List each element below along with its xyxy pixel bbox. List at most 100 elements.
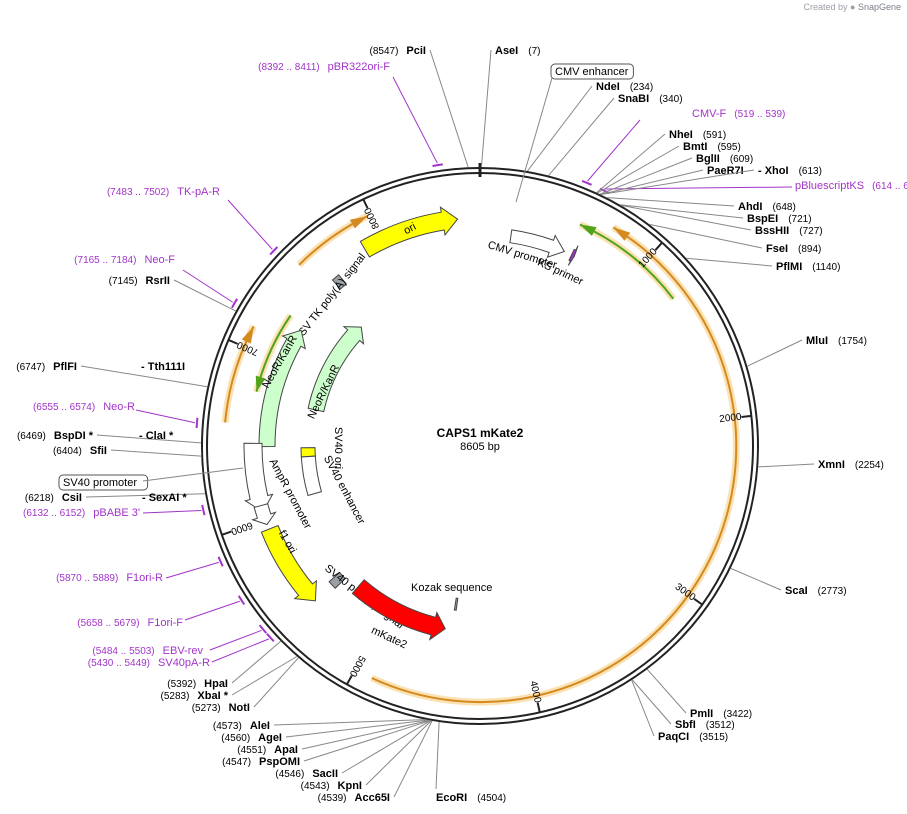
enzyme-xbai-pos: (5283)	[161, 691, 190, 702]
feature-sv40-ori-label: SV40 ori	[332, 427, 344, 469]
enzyme-paer7i-label[interactable]: PaeR7I	[707, 165, 744, 177]
enzyme-sbfi-label[interactable]: SbfI(3512)	[675, 719, 735, 731]
enzyme-pflfi-label[interactable]: (6747)PflFI	[16, 361, 77, 373]
enzyme-nhei-label[interactable]: NheI(591)	[669, 129, 726, 141]
enzyme-pcii-label[interactable]: (8547)PciI	[370, 45, 426, 57]
feature-mkate2[interactable]	[351, 579, 446, 641]
enzyme-bmti-name: BmtI	[683, 141, 707, 153]
primer-pbabe-3-mark[interactable]	[201, 504, 206, 516]
primer-neo-f-mark[interactable]	[231, 298, 238, 309]
enzyme-ecori-leader	[435, 721, 440, 790]
primer-f1ori-f-mark[interactable]	[237, 595, 246, 606]
feature-ampr-promoter[interactable]	[251, 503, 277, 526]
primer-pbluescriptks-label: pBluescriptKS(614 .. 630)	[795, 180, 907, 192]
enzyme-pspomi-label[interactable]: (4547)PspOMI	[222, 756, 300, 768]
enzyme-bmti-label[interactable]: BmtI(595)	[683, 141, 741, 153]
enzyme-xhoi-name: - XhoI	[758, 165, 789, 177]
enzyme-bglii-name: BglII	[696, 153, 720, 165]
feature-sv40-enhancer[interactable]	[300, 455, 323, 497]
primer-f1ori-r-mark[interactable]	[217, 556, 224, 567]
primer-pbr322ori-f-mark[interactable]	[432, 163, 443, 167]
primer-sv40pa-r-mark[interactable]	[266, 633, 275, 642]
feature-ks-primer-label: KS primer	[536, 256, 586, 288]
enzyme-sacii-label[interactable]: (4546)SacII	[275, 768, 338, 780]
feature-neor-kanr[interactable]	[307, 326, 365, 413]
enzyme-scai-label[interactable]: ScaI(2773)	[785, 585, 847, 597]
enzyme-pflfi-pos: (6747)	[16, 362, 45, 373]
enzyme-clai-label[interactable]: - ClaI *	[139, 430, 174, 442]
tick-label: 6000	[229, 519, 254, 537]
enzyme-ecori-label[interactable]: EcoRI(4504)	[436, 792, 506, 804]
feature-hsv-tk-poly-a-signal[interactable]	[331, 274, 348, 290]
enzyme-bspei-label[interactable]: BspEI(721)	[747, 213, 812, 225]
enzyme-pmli-label[interactable]: PmlI(3422)	[690, 708, 752, 720]
primer-f1ori-r-leader	[165, 561, 219, 579]
primer-pbr322ori-f-range: (8392 .. 8411)	[258, 62, 320, 73]
feature-ks-primer[interactable]	[567, 245, 579, 266]
enzyme-bspdi-pos: (6469)	[17, 431, 46, 442]
primer-neo-r-mark[interactable]	[195, 417, 199, 429]
enzyme-apai-pos: (4551)	[237, 745, 266, 756]
enzyme-xhoi-label[interactable]: - XhoI(613)	[758, 165, 822, 177]
enzyme-xbai-label[interactable]: (5283) XbaI *	[161, 690, 229, 702]
enzyme-agei-label[interactable]: (4560)AgeI	[221, 732, 282, 744]
enzyme-bsshii-label[interactable]: BssHII(727)	[755, 225, 823, 237]
enzyme-pflmi-name: PflMI	[776, 261, 802, 273]
primer-neo-r-label: (6555 .. 6574)Neo-R	[33, 401, 135, 413]
primer-f1ori-r-label: (5870 .. 5889)F1ori-R	[56, 572, 163, 584]
enzyme-tth111i-label[interactable]: - Tth111I	[141, 361, 185, 373]
feature-sv40-promoter[interactable]	[243, 442, 274, 513]
tick-mark	[228, 339, 239, 345]
enzyme-snabi-label[interactable]: SnaBI(340)	[618, 93, 683, 105]
enzyme-sbfi-pos: (3512)	[706, 720, 735, 731]
snapgene-logo-icon: ●	[850, 2, 856, 12]
feature-cmv-enhancer-label-box	[550, 63, 634, 80]
enzyme-sexai-label[interactable]: - SexAI *	[142, 492, 187, 504]
enzyme-noti-label[interactable]: (5273)NotI	[192, 702, 250, 714]
enzyme-apai-label[interactable]: (4551)ApaI	[237, 744, 298, 756]
enzyme-ndei-pos: (234)	[630, 82, 653, 93]
enzyme-paqci-label[interactable]: PaqCI(3515)	[658, 731, 728, 743]
enzyme-ndei-label[interactable]: NdeI(234)	[596, 81, 653, 93]
enzyme-fsei-label[interactable]: FseI(894)	[766, 243, 821, 255]
primer-ebv-rev-mark[interactable]	[258, 624, 268, 634]
enzyme-xmni-label[interactable]: XmnI(2254)	[818, 459, 884, 471]
feature-sv40-ori[interactable]	[300, 447, 316, 458]
enzyme-bspei-pos: (721)	[788, 214, 811, 225]
primer-pbabe-3-name: pBABE 3'	[93, 507, 140, 519]
feature-ori[interactable]	[359, 206, 459, 258]
feature-kozak-sequence[interactable]	[453, 597, 459, 611]
enzyme-ahdi-label[interactable]: AhdI(648)	[738, 201, 796, 213]
enzyme-paqci-leader	[631, 679, 655, 737]
enzyme-kpni-label[interactable]: (4543)KpnI	[301, 780, 362, 792]
enzyme-csii-label[interactable]: (6218)CsiI	[25, 492, 82, 504]
enzyme-asei-label[interactable]: AseI(7)	[495, 45, 540, 57]
feature-cmv-promoter[interactable]	[509, 229, 566, 258]
primer-tk-pa-r-mark[interactable]	[269, 246, 279, 256]
enzyme-pspomi-name: PspOMI	[259, 756, 300, 768]
primer-neo-f-leader	[182, 269, 234, 303]
primer-cmv-f-leader	[587, 119, 641, 182]
feature-f1-ori[interactable]	[260, 524, 317, 602]
feature-sv40-poly-a-signal[interactable]	[328, 571, 346, 590]
primer-cmv-f-mark[interactable]	[581, 179, 592, 186]
feature-neor-kanr[interactable]	[258, 329, 307, 448]
enzyme-sfii-label[interactable]: (6404)SfiI	[53, 445, 107, 457]
enzyme-hpai-label[interactable]: (5392)HpaI	[167, 678, 228, 690]
feature-ori-label: ori	[402, 221, 418, 237]
enzyme-pflmi-label[interactable]: PflMI(1140)	[776, 261, 840, 273]
enzyme-bspdi-label[interactable]: (6469)BspDI *	[17, 430, 94, 442]
enzyme-xbai-name: XbaI *	[197, 690, 228, 702]
primer-neo-f-name: Neo-F	[144, 254, 175, 266]
enzyme-bmti-leader	[597, 145, 680, 194]
enzyme-alei-label[interactable]: (4573)AleI	[213, 720, 270, 732]
enzyme-acc65i-label[interactable]: (4539)Acc65I	[318, 792, 390, 804]
enzyme-bglii-label[interactable]: BglII(609)	[696, 153, 753, 165]
enzyme-csii-leader	[85, 493, 206, 498]
enzyme-acc65i-name: Acc65I	[355, 792, 390, 804]
primer-pbr322ori-f-label: (8392 .. 8411)pBR322ori-F	[258, 61, 390, 73]
enzyme-rsrii-label[interactable]: (7145)RsrII	[109, 275, 170, 287]
enzyme-mlui-label[interactable]: MluI(1754)	[806, 335, 867, 347]
tick-mark	[693, 597, 703, 606]
